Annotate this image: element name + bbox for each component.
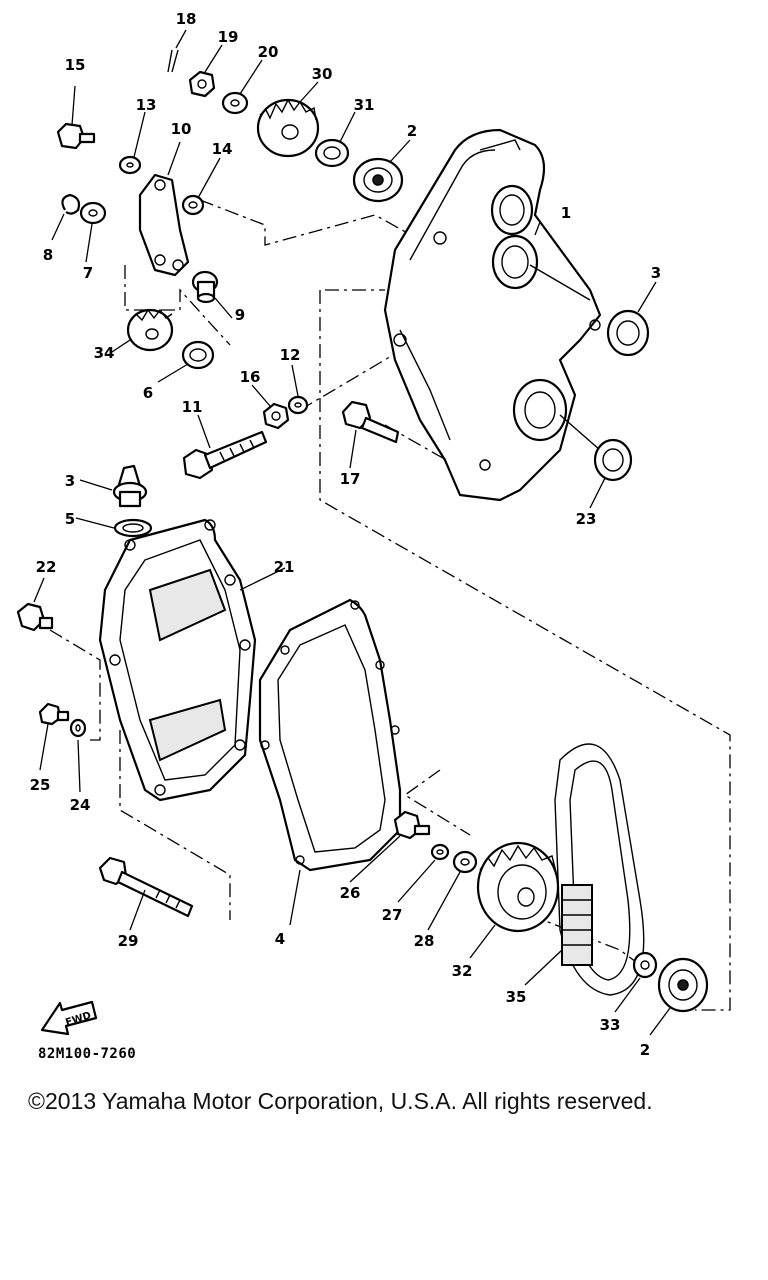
copyright-notice: ©2013 Yamaha Motor Corporation, U.S.A. A… [28, 1088, 653, 1114]
part-2-bearing-upper [352, 157, 404, 203]
callout-18: 17 [340, 470, 361, 488]
part-9-circlip [61, 193, 81, 215]
part-34-spacer [632, 951, 658, 979]
part-27-stud [393, 810, 431, 840]
callout-34: 33 [600, 1016, 621, 1034]
part-5-gasket [258, 598, 402, 872]
callout-28: 27 [382, 906, 403, 924]
callout-2-upper: 2 [407, 122, 417, 140]
part-12-bolt [182, 430, 268, 480]
callout-5: 4 [275, 930, 285, 948]
part-33-drive-sprocket [476, 841, 560, 933]
part-23-bolt [16, 602, 54, 632]
diagram-reference-code: 82M100-7260 [38, 1046, 137, 1062]
callout-4: 3 [651, 264, 661, 282]
part-25-washer [69, 718, 87, 738]
assembly-guide-lines [49, 199, 731, 1011]
callout-16: 15 [65, 56, 86, 74]
part-28-washer [430, 843, 450, 861]
part-31-sprocket [256, 98, 320, 158]
callout-26: 25 [30, 776, 51, 794]
part-26-bolt [38, 702, 70, 726]
callout-11: 10 [171, 120, 192, 138]
part-number-labels: 18 19 20 30 31 2 1 15 13 10 14 8 7 9 34 … [30, 10, 662, 1059]
fwd-arrow-icon: FWD [40, 1000, 98, 1036]
callout-20: 19 [218, 28, 239, 46]
callout-9: 8 [43, 246, 53, 264]
callout-10: 9 [235, 306, 245, 324]
callout-3: 3 [65, 472, 75, 490]
part-20-nut [188, 70, 216, 98]
leader-lines [33, 29, 671, 1036]
part-16-bolt [56, 122, 96, 150]
callout-19: 18 [176, 10, 197, 28]
part-24-oil-seal [593, 438, 633, 482]
callout-6: 5 [65, 510, 75, 528]
callout-23: 22 [36, 558, 57, 576]
callout-8: 7 [83, 264, 93, 282]
part-2-bearing-lower [657, 957, 709, 1013]
part-18-bolt [341, 400, 400, 444]
part-22-chaincase-cover [98, 518, 257, 802]
part-29-washer [452, 850, 478, 874]
part-15-collar [181, 194, 205, 216]
callout-35: 34 [94, 344, 115, 362]
part-3-plug [112, 464, 148, 508]
callout-13: 12 [280, 346, 301, 364]
part-7-bearing [181, 340, 215, 370]
part-4-oil-seal [606, 309, 650, 357]
callout-25: 24 [70, 796, 91, 814]
callout-31: 30 [312, 65, 333, 83]
part-11-tensioner-arm [138, 173, 190, 277]
part-30-bolt [98, 856, 194, 918]
callout-33: 32 [452, 962, 473, 980]
callout-36: 35 [506, 988, 527, 1006]
exploded-parts-diagram: FWD [16, 10, 731, 1059]
part-13-washer [287, 395, 309, 415]
part-35-tensioner-sprocket [126, 308, 174, 352]
callout-14: 13 [136, 96, 157, 114]
callout-32: 31 [354, 96, 375, 114]
callout-21: 20 [258, 43, 279, 61]
callout-12: 11 [182, 398, 203, 416]
part-10-shaft [191, 270, 219, 304]
part-14-washer [118, 155, 142, 175]
callout-27: 26 [340, 884, 361, 902]
callout-24: 23 [576, 510, 597, 528]
callout-30: 29 [118, 932, 139, 950]
part-21-washer [221, 91, 249, 115]
callout-7: 6 [143, 384, 153, 402]
part-8-washer [79, 201, 107, 225]
part-36-chain [561, 884, 593, 966]
callout-15: 14 [212, 140, 233, 158]
part-6-o-ring [113, 518, 153, 538]
part-1-chaincase-housing [383, 128, 602, 502]
callout-29: 28 [414, 932, 435, 950]
part-32-spacer [314, 138, 350, 168]
part-19-cotter-pin [167, 49, 179, 73]
callout-1: 1 [561, 204, 571, 222]
part-17-nut [262, 402, 290, 430]
callout-17: 16 [240, 368, 261, 386]
callout-2-lower: 2 [640, 1041, 650, 1059]
callout-22: 21 [274, 558, 295, 576]
